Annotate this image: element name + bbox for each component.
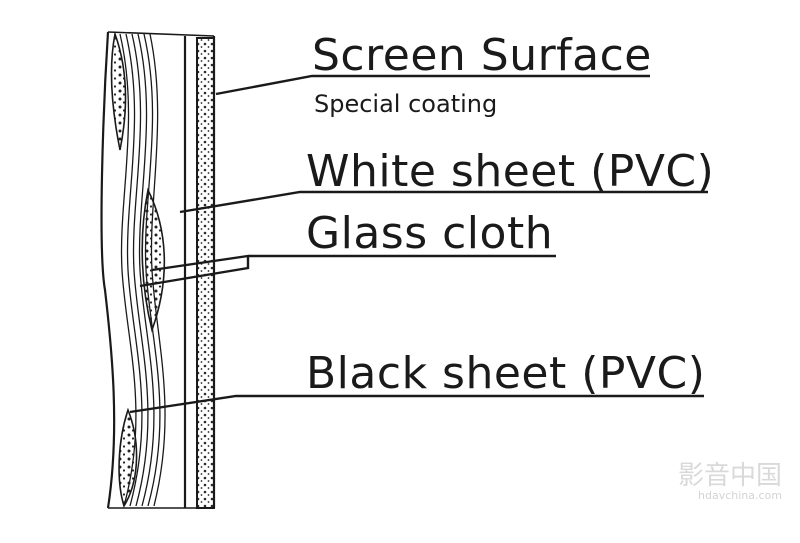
watermark-logo: 影音中国 hdavchina.com [636, 455, 786, 507]
leader-white-sheet [179, 190, 708, 214]
label-black-sheet: Black sheet (PVC) [306, 348, 706, 399]
leader-screen-surface [215, 74, 650, 96]
label-special-coating: Special coating [314, 90, 498, 118]
watermark-url: hdavchina.com [698, 489, 782, 502]
leader-lines [129, 74, 708, 414]
leader-glass-cloth [139, 254, 556, 288]
leader-black-sheet [129, 394, 704, 414]
black-sheet-regions [110, 30, 166, 508]
label-glass-cloth: Glass cloth [306, 208, 554, 259]
watermark-text: 影音中国 [677, 461, 782, 491]
label-white-sheet: White sheet (PVC) [306, 146, 715, 197]
label-screen-surface: Screen Surface [312, 30, 652, 81]
